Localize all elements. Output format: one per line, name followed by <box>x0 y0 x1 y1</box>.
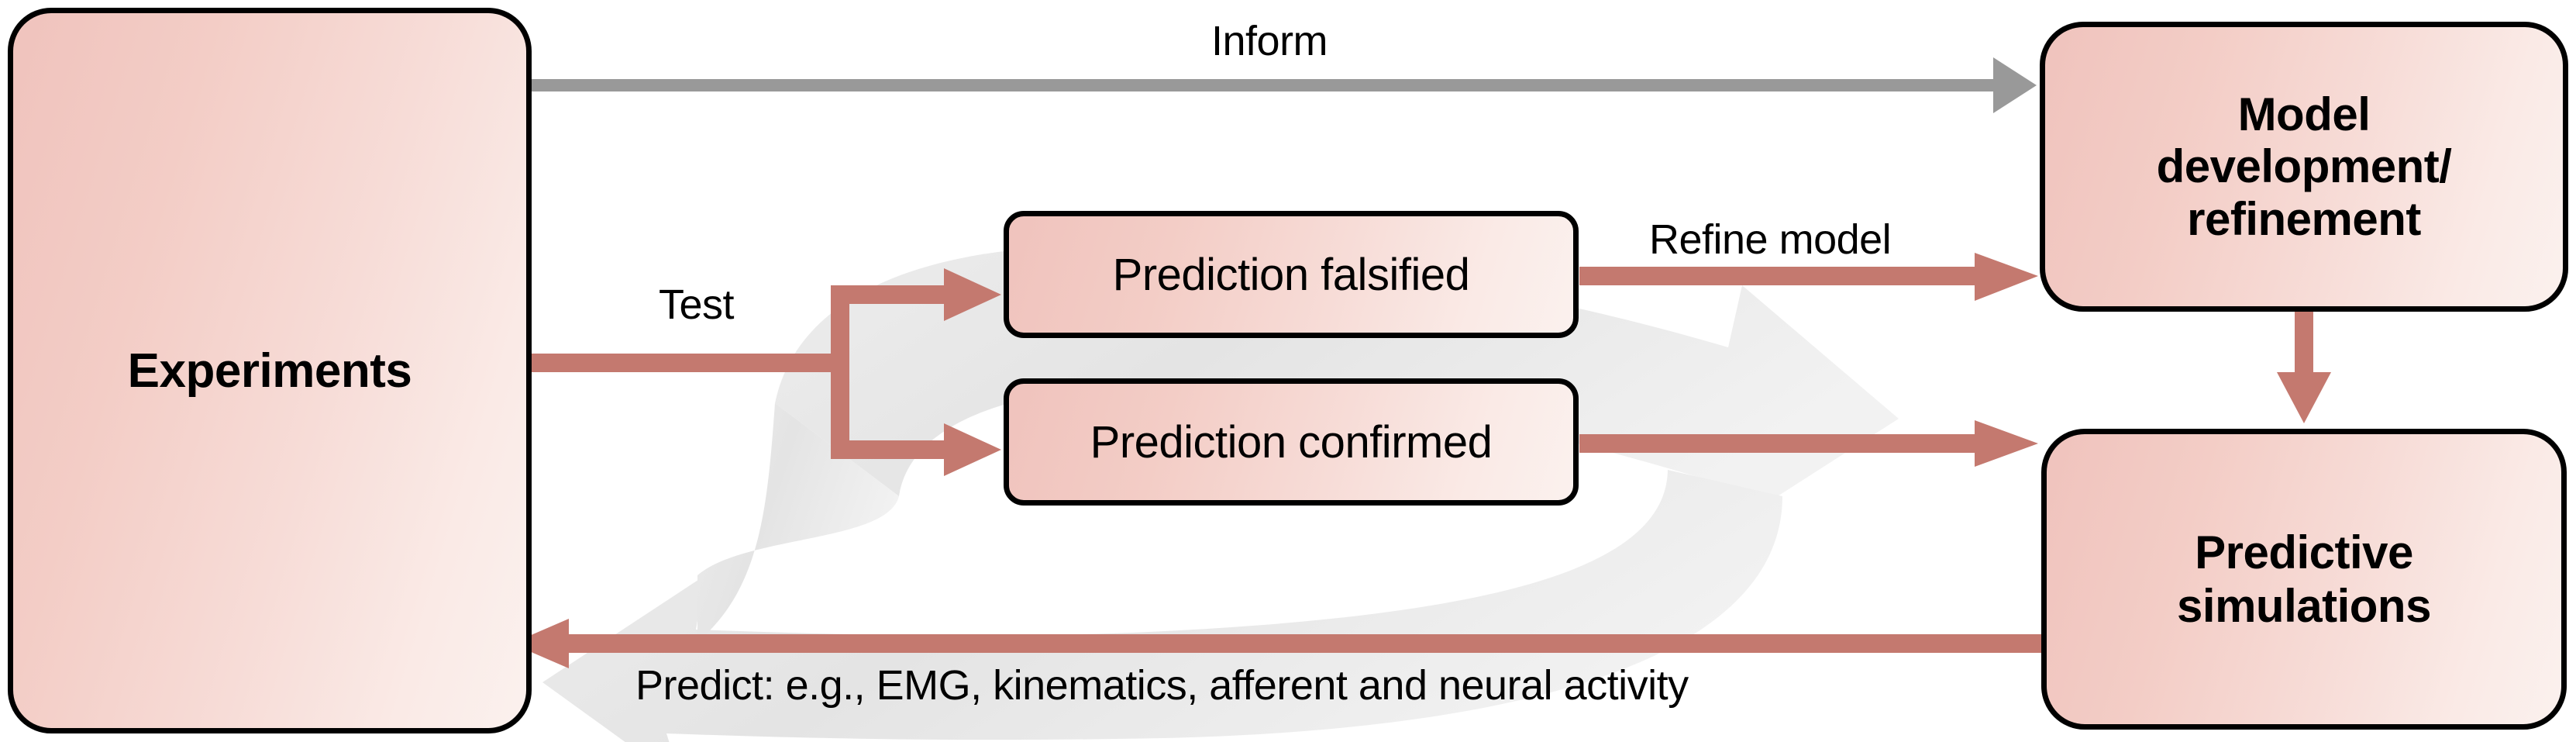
edge-label-refine-model: Refine model <box>1649 216 1892 263</box>
edge-model-to-simulations-arrow <box>2277 312 2331 423</box>
edge-test-arrow <box>532 268 1001 476</box>
node-model-development-label: Model development/ refinement <box>2157 88 2452 245</box>
edge-label-test: Test <box>659 281 735 328</box>
node-prediction-confirmed-label: Prediction confirmed <box>1090 416 1493 468</box>
node-prediction-falsified-label: Prediction falsified <box>1112 249 1470 300</box>
node-model-development-line1: Model <box>2237 88 2371 141</box>
node-model-development-line3: refinement <box>2187 192 2421 245</box>
edge-label-inform: Inform <box>1211 18 1328 64</box>
node-prediction-falsified[interactable]: Prediction falsified <box>1004 211 1579 338</box>
edge-inform-arrow <box>532 57 2037 113</box>
node-predictive-simulations[interactable]: Predictive simulations <box>2041 429 2567 730</box>
node-predictive-simulations-label: Predictive simulations <box>2177 526 2431 633</box>
node-predictive-simulations-line2: simulations <box>2177 580 2431 632</box>
node-experiments[interactable]: Experiments <box>8 8 532 733</box>
node-model-development[interactable]: Model development/ refinement <box>2040 22 2568 312</box>
node-predictive-simulations-line1: Predictive <box>2195 526 2413 578</box>
node-model-development-line2: development/ <box>2156 140 2452 193</box>
edge-label-predict: Predict: e.g., EMG, kinematics, afferent… <box>635 662 1689 709</box>
edge-confirmed-arrow <box>1579 420 2038 467</box>
node-prediction-confirmed[interactable]: Prediction confirmed <box>1004 378 1579 506</box>
node-experiments-label: Experiments <box>127 343 412 398</box>
